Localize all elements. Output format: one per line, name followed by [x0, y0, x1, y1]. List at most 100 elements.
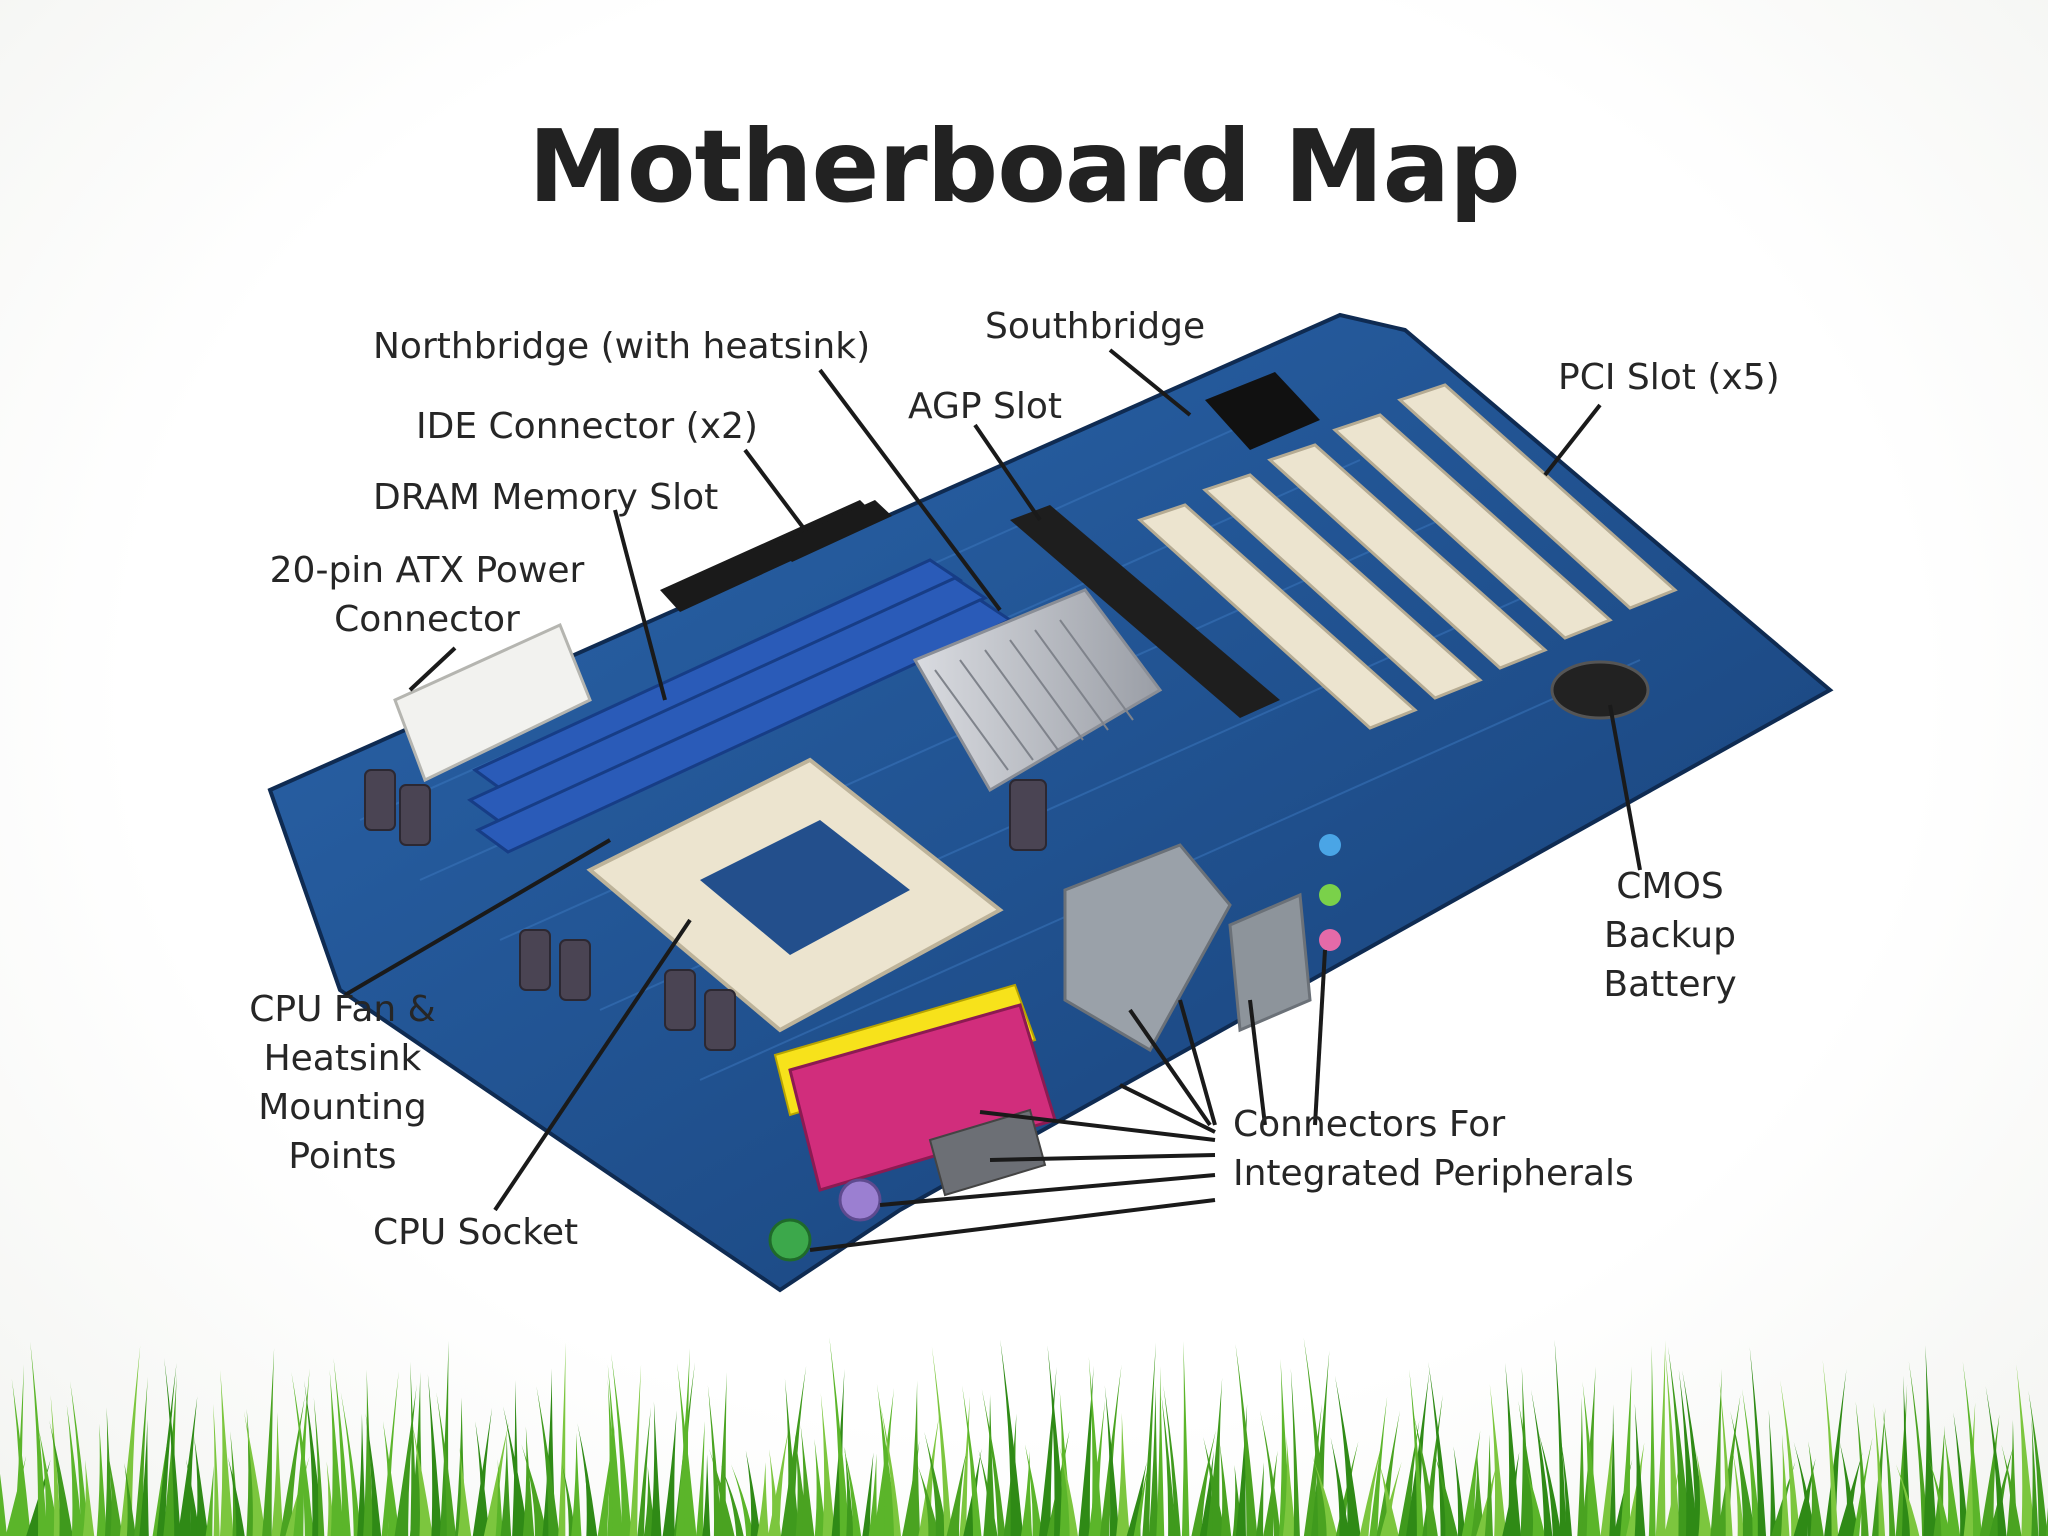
grass-blade: [1359, 1438, 1384, 1536]
grass-blade: [291, 1372, 314, 1536]
grass-blade: [1142, 1342, 1156, 1536]
grass-blade: [800, 1424, 815, 1536]
grass-blade: [962, 1385, 982, 1536]
grass-blade: [457, 1447, 472, 1536]
grass-blade: [1561, 1441, 1572, 1536]
grass-blade: [2031, 1418, 2039, 1536]
grass-blade: [1398, 1420, 1420, 1536]
grass-blade: [1235, 1404, 1248, 1536]
grass-blade: [1808, 1441, 1824, 1536]
grass-blade: [1020, 1451, 1033, 1536]
grass-blade: [562, 1464, 576, 1536]
label-peripherals: Connectors For Integrated Peripherals: [1233, 1104, 1634, 1194]
grass-blade: [219, 1369, 234, 1536]
grass-blade: [1024, 1444, 1043, 1536]
grass-blade: [522, 1426, 535, 1536]
grass-blade: [983, 1393, 996, 1536]
grass-blade: [1453, 1446, 1466, 1536]
grass-blade: [1839, 1442, 1860, 1536]
grass-blade: [720, 1464, 744, 1536]
grass-blade: [1078, 1365, 1094, 1536]
grass-blade: [981, 1389, 1006, 1536]
grass-blade: [483, 1420, 510, 1536]
page-title: Motherboard Map: [528, 108, 1520, 225]
label-cmos-battery: CMOS Backup Battery: [1603, 866, 1737, 1005]
grass-blade: [436, 1392, 456, 1536]
grass-blade: [1719, 1381, 1733, 1536]
grass-blade: [946, 1450, 967, 1536]
grass-blade: [1181, 1341, 1190, 1536]
grass-blade: [1928, 1457, 1951, 1536]
grass-blade: [382, 1421, 400, 1536]
grass-blade: [1088, 1356, 1103, 1536]
grass-blade: [629, 1364, 642, 1536]
grass-blade: [205, 1465, 214, 1536]
grass-blade: [495, 1459, 503, 1536]
label-dram-slot: DRAM Memory Slot: [373, 477, 719, 518]
grass-blade: [521, 1444, 548, 1536]
grass-blade: [1330, 1437, 1350, 1536]
grass-blade: [1148, 1385, 1159, 1536]
grass-blade: [558, 1342, 566, 1536]
grass-blade: [769, 1449, 782, 1536]
grass-blade: [757, 1462, 769, 1536]
label-ide-connector: IDE Connector (x2): [416, 406, 758, 447]
grass-blade: [1554, 1339, 1567, 1536]
grass-blade: [1163, 1385, 1181, 1536]
grass-blade: [30, 1341, 48, 1536]
grass-blade: [536, 1385, 560, 1536]
grass-blade: [1855, 1401, 1869, 1536]
grass-blade: [50, 1394, 62, 1536]
grass-blade: [637, 1407, 651, 1536]
grass-blade: [293, 1368, 310, 1536]
grass-blade: [873, 1387, 895, 1536]
grass-blade: [186, 1459, 200, 1536]
grass-blade: [820, 1393, 836, 1536]
grass-blade: [472, 1407, 493, 1536]
grass-blade: [1717, 1394, 1741, 1536]
grass-blade: [1203, 1436, 1226, 1536]
grass-blade: [227, 1457, 245, 1536]
grass-blade: [243, 1411, 266, 1536]
cmos-battery: [1550, 660, 1650, 720]
capacitors: [364, 769, 1047, 1051]
grass-blade: [844, 1446, 855, 1536]
grass-blade: [677, 1363, 697, 1536]
grass-blade: [1943, 1430, 1961, 1536]
grass-blade: [1741, 1388, 1761, 1536]
grass-blade: [577, 1423, 598, 1536]
grass-blade: [96, 1423, 107, 1536]
grass-blade: [924, 1431, 949, 1536]
label-cpu-fan: CPU Fan & Heatsink Mounting Points: [249, 989, 436, 1177]
grass-blade: [475, 1421, 490, 1536]
grass-blade: [271, 1411, 284, 1536]
grass-blade: [1732, 1451, 1745, 1536]
dram-slots: [467, 558, 1014, 854]
grass-blade: [611, 1353, 632, 1536]
grass-blade: [1047, 1345, 1067, 1536]
label-atx-power: 20-pin ATX Power Connector: [269, 550, 585, 640]
label-southbridge: Southbridge: [985, 306, 1206, 347]
grass-blade: [1655, 1340, 1666, 1536]
grass-blade: [917, 1465, 940, 1536]
grass-blade: [1290, 1368, 1300, 1536]
grass-blade: [780, 1365, 807, 1536]
grass-blade: [38, 1429, 59, 1536]
grass-blade: [1161, 1395, 1177, 1536]
grass-blade: [843, 1446, 862, 1536]
grass-blade: [279, 1395, 306, 1536]
grass-blade: [82, 1459, 95, 1536]
grass-blade: [340, 1392, 362, 1536]
grass-blade: [139, 1419, 149, 1536]
grass-blade: [2045, 1507, 2048, 1536]
grass-blade: [14, 1364, 25, 1536]
grass-blade: [177, 1396, 198, 1536]
grass-blade: [1484, 1434, 1493, 1536]
grass-blade: [1434, 1452, 1458, 1536]
grass-blade: [650, 1401, 662, 1536]
grass-blade: [1901, 1375, 1911, 1536]
grass-blade: [1908, 1361, 1929, 1536]
label-pci-slot: PCI Slot (x5): [1558, 357, 1780, 398]
grass-blade: [1793, 1441, 1816, 1536]
